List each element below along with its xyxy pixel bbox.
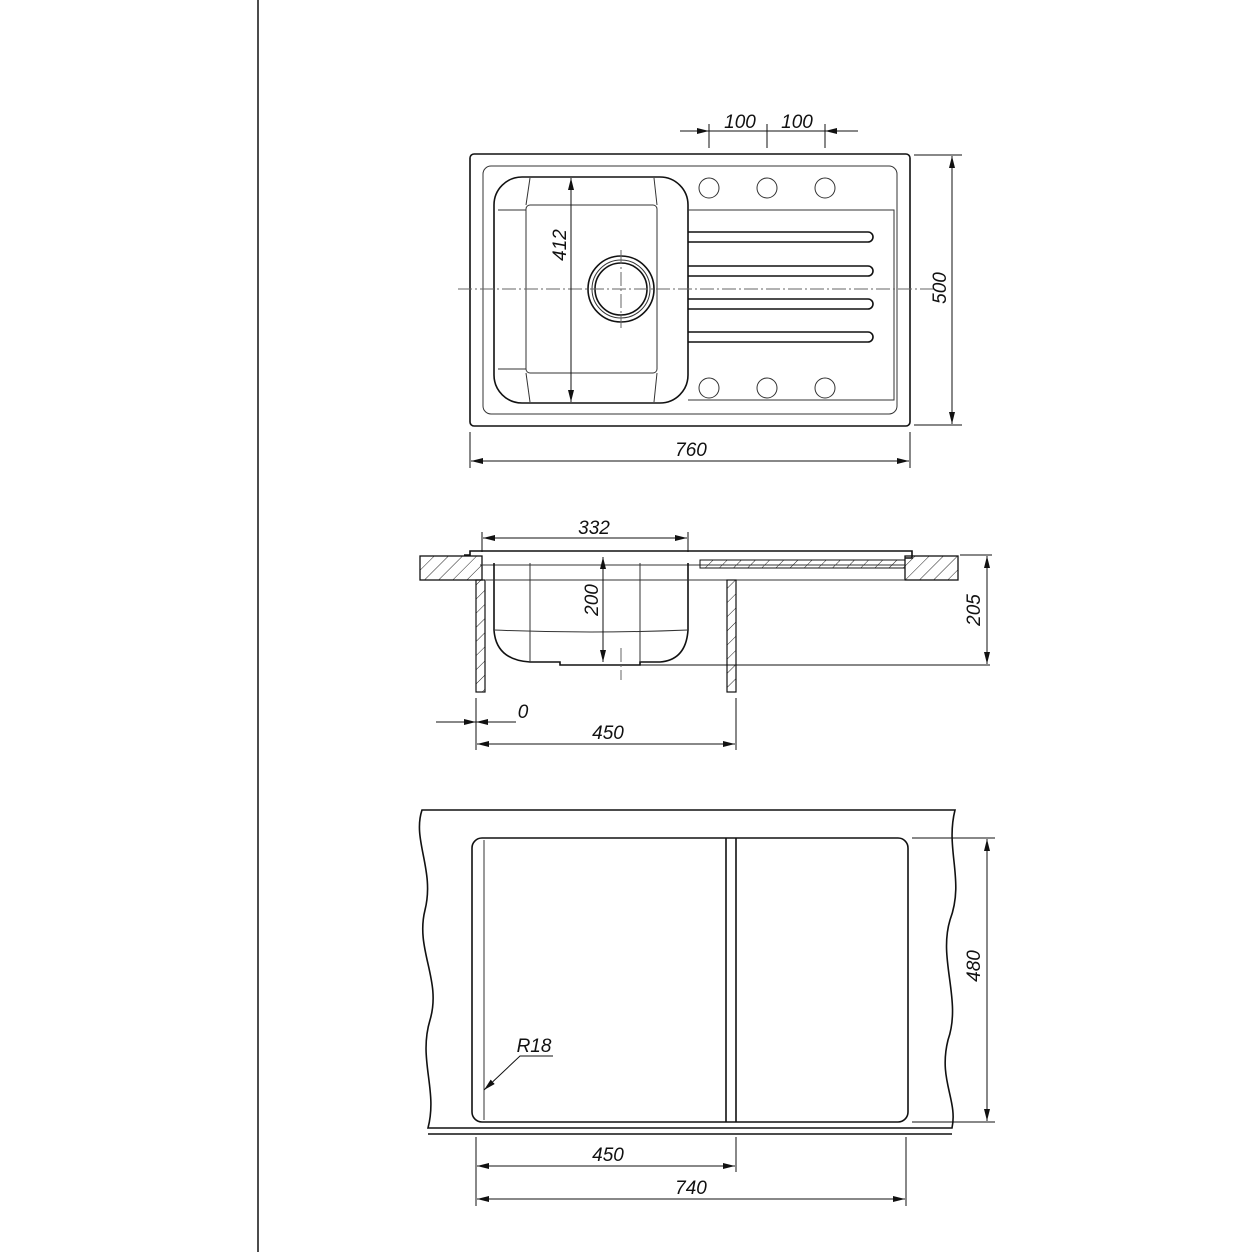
dim-total-height: 205 — [964, 594, 985, 627]
drainboard — [688, 209, 895, 401]
sink-rim-profile — [464, 550, 913, 559]
drainboard-section — [699, 559, 906, 569]
cutout-view: R18 480 450 740 — [418, 809, 995, 1206]
dim-hole-spacing-2: 100 — [781, 112, 813, 133]
dim-cutout-depth: 480 — [964, 950, 985, 982]
dim-depth: 500 — [930, 272, 951, 304]
dim-width: 760 — [675, 440, 707, 461]
side-view: 332 200 205 0 450 — [419, 518, 992, 750]
cutout — [471, 837, 909, 1123]
dim-cabinet-width: 450 — [592, 723, 624, 744]
dim-bowl-width: 332 — [578, 518, 610, 539]
cabinet-wall-right — [726, 579, 737, 693]
dim-radius: R18 — [517, 1036, 552, 1057]
countertop-outline — [418, 809, 957, 1129]
countertop-right — [904, 555, 959, 581]
sink-outline — [469, 153, 911, 427]
tap-holes — [698, 177, 836, 399]
dim-hole-spacing-1: 100 — [724, 112, 756, 133]
dim-cabinet-width-bottom: 450 — [592, 1145, 624, 1166]
bowl-profile — [493, 563, 689, 666]
cabinet-wall-left — [475, 579, 486, 693]
radius-leader — [483, 1055, 553, 1091]
countertop-left — [419, 555, 483, 581]
dim-bowl-length: 412 — [550, 229, 571, 261]
bowl — [493, 176, 689, 404]
sink-rim — [482, 165, 898, 415]
drain-grooves — [688, 231, 874, 343]
top-view: 100 100 412 500 760 — [458, 112, 962, 468]
dim-bowl-depth: 200 — [582, 584, 603, 617]
dim-offset: 0 — [518, 702, 529, 723]
dim-cutout-width: 740 — [675, 1178, 707, 1199]
